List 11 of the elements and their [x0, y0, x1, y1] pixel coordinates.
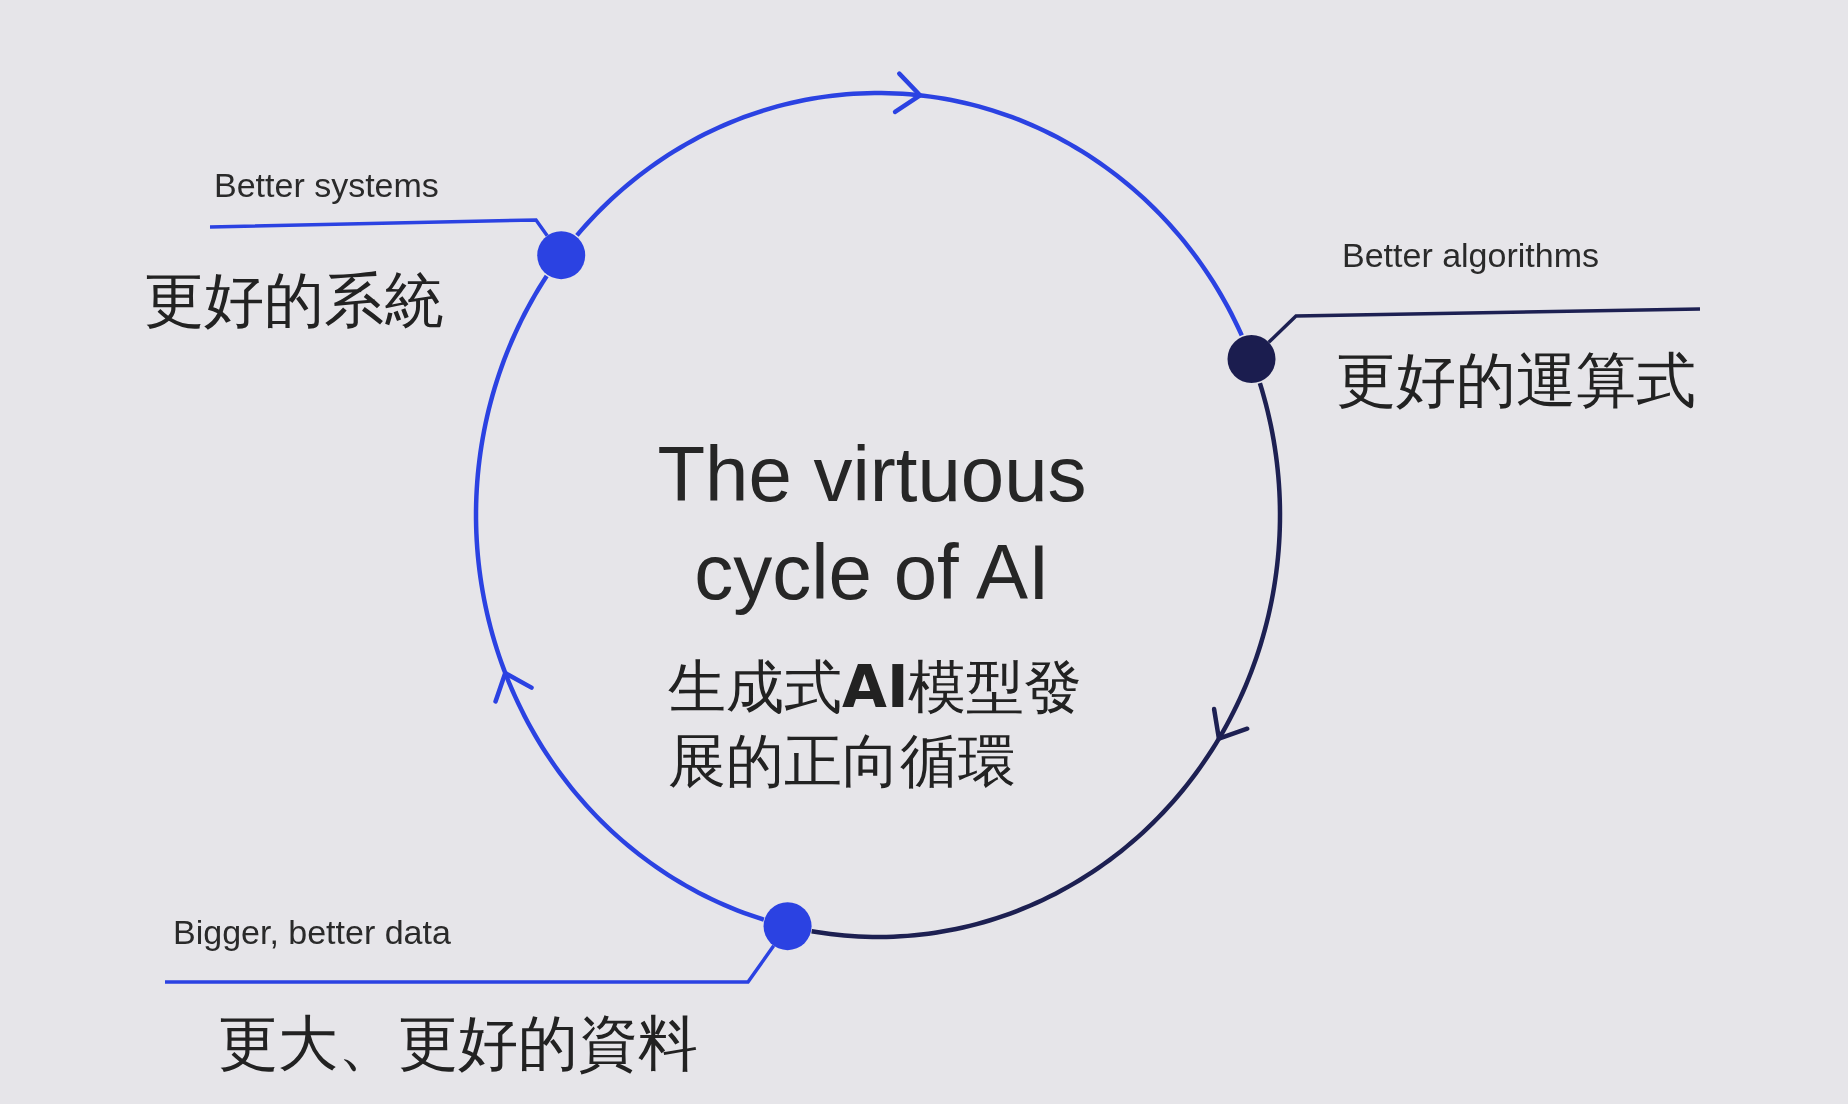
english-label: Better systems: [214, 165, 439, 205]
chinese-label: 更大、更好的資料: [218, 1008, 698, 1078]
dot-marker: [1227, 334, 1276, 383]
chinese-label: 更好的運算式: [1336, 345, 1696, 415]
diagram-title: The virtuous cycle of AI: [656, 429, 1088, 618]
dot-marker: [537, 231, 586, 280]
dot-marker: [763, 902, 812, 951]
english-label: Bigger, better data: [173, 912, 451, 952]
chinese-label: 更好的系統: [144, 265, 444, 335]
english-label: Better algorithms: [1342, 235, 1599, 275]
chinese-subtitle: 生成式AI模型發展的正向循環: [668, 652, 1084, 797]
